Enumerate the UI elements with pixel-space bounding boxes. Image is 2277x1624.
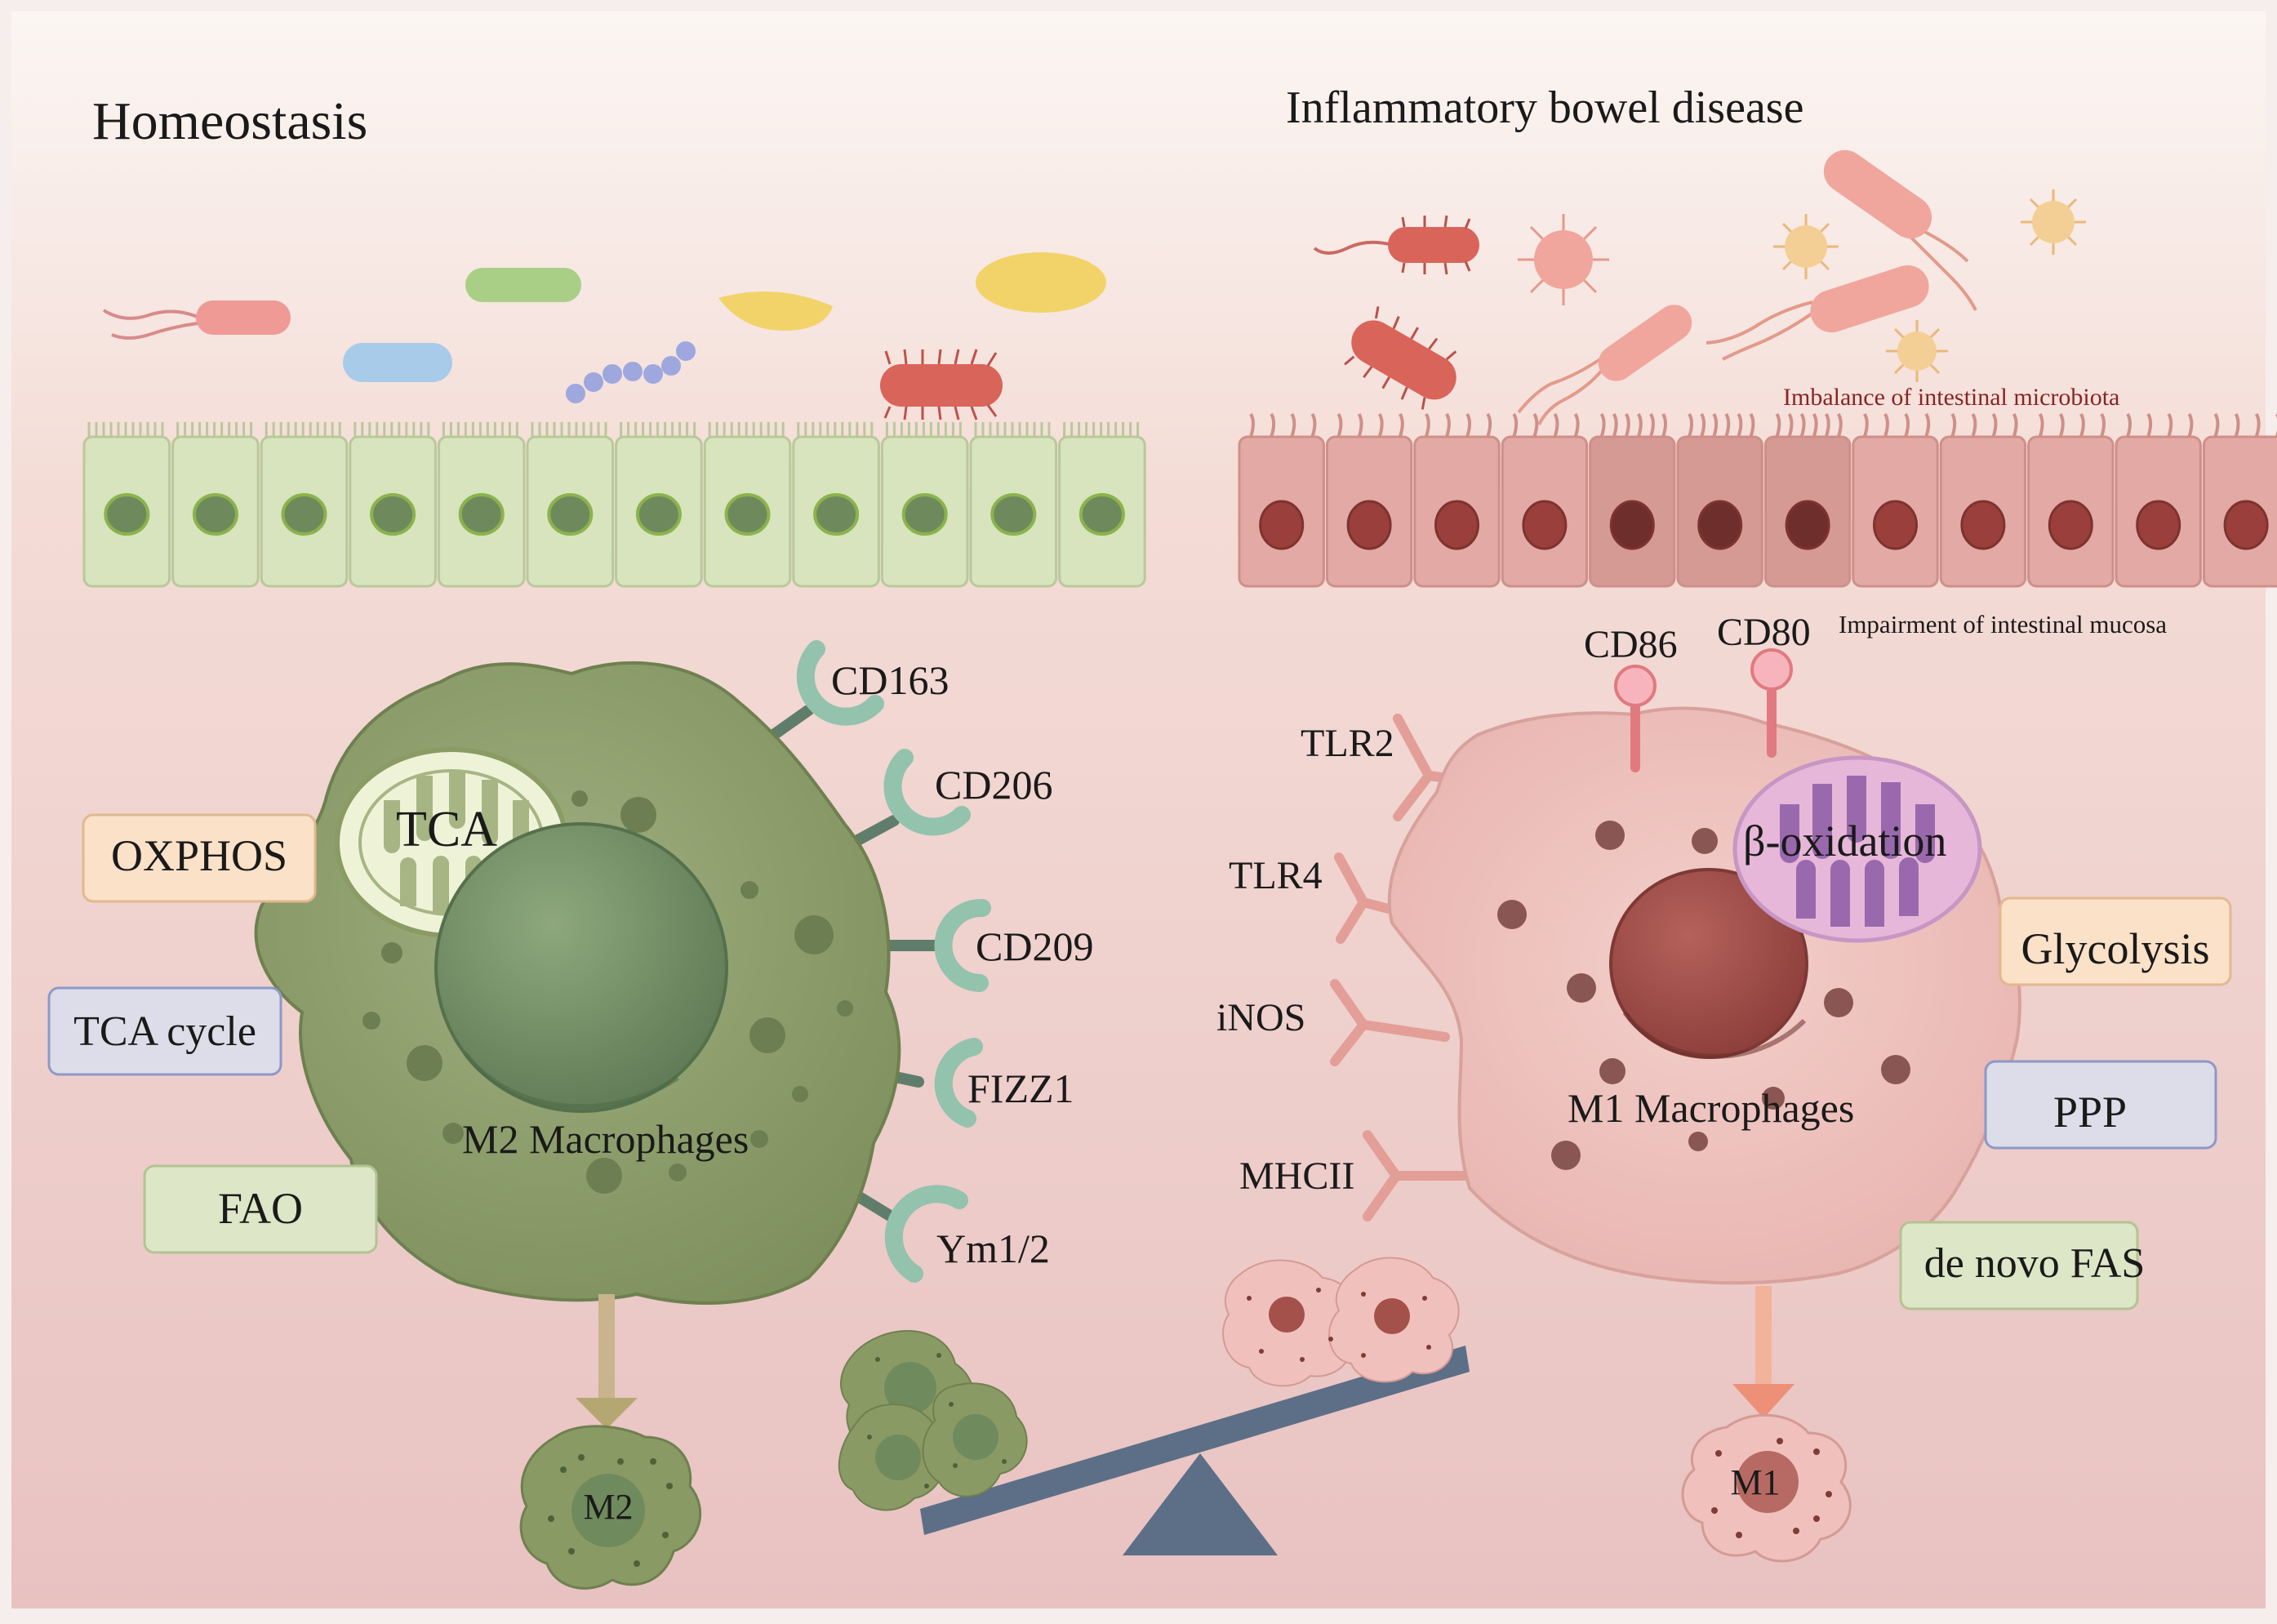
receptor-cd206: CD206 — [935, 762, 1052, 808]
m1-metabolism-ppp-box — [1984, 1060, 2217, 1150]
m1-mitochondrion-icon — [1732, 755, 1982, 943]
m2-small-cell-icon: M2 — [519, 1425, 702, 1590]
epithelial-cell-healthy — [703, 422, 792, 588]
m2-macrophage: TCA M2 Macrophages CD163 CD206 CD209 FIZ… — [254, 640, 1093, 1305]
m1-metabolism-de-novo-fas: de novo FAS — [1924, 1240, 2146, 1287]
epithelial-cell-inflamed — [2115, 412, 2202, 588]
bacterium-yellow-oval-icon — [976, 252, 1106, 313]
m2-metabolism-fao: FAO — [218, 1184, 303, 1233]
receptor-tlr2: TLR2 — [1301, 722, 1394, 765]
epithelial-cell-healthy — [260, 422, 349, 588]
m2-metabolism-fao-box — [143, 1164, 378, 1254]
bacterium-spiky-red-icon — [880, 349, 1003, 420]
m2-metabolism-oxphos: OXPHOS — [111, 831, 287, 880]
coccus-yellow-right-icon — [2021, 189, 2086, 255]
m1-cell-label: M1 Macrophages — [1568, 1085, 1854, 1131]
bacterium-rod-large-icon — [1823, 149, 1977, 311]
bacterium-rod-middle-icon — [1706, 265, 1929, 361]
epithelial-cell-inflamed — [1238, 412, 1325, 588]
coccus-yellow-low-icon — [1886, 320, 1948, 382]
m1-metabolism-ppp: PPP — [2053, 1088, 2127, 1137]
m1-mitochondria-label: β-oxidation — [1743, 816, 1946, 865]
healthy-epithelium — [82, 422, 1146, 588]
m1-arrow-icon — [1732, 1286, 1794, 1418]
epithelial-cell-inflamed — [1852, 412, 1939, 588]
epithelial-cell-healthy — [171, 422, 260, 588]
marker-cd80: CD80 — [1717, 611, 1811, 654]
coccus-burst-icon — [1518, 214, 1609, 305]
m2-metabolism-tca-cycle: TCA cycle — [73, 1008, 256, 1055]
m2-metabolism-tca-box — [47, 986, 282, 1076]
epithelial-cell-inflamed — [1763, 412, 1852, 588]
epithelial-cell-inflamed — [1325, 412, 1413, 588]
m2-cell-label: M2 Macrophages — [462, 1116, 749, 1162]
epithelial-cell-inflamed — [1413, 412, 1501, 588]
m2-nucleus — [434, 822, 728, 1113]
bacterium-blue-icon — [343, 343, 452, 382]
epithelial-cell-healthy — [880, 422, 969, 588]
marker-cd86: CD86 — [1584, 623, 1678, 666]
epithelial-cell-healthy — [437, 422, 526, 588]
streptococcus-chain-icon — [566, 341, 696, 403]
m1-vesicles — [1497, 821, 1910, 1170]
bacterium-red-flagella-icon — [1313, 215, 1479, 275]
homeostasis-title: Homeostasis — [92, 91, 367, 151]
epithelial-cell-inflamed — [1676, 412, 1763, 588]
m2-vesicles — [362, 790, 853, 1194]
impairment-annotation: Impairment of intestinal mucosa — [1839, 610, 2167, 638]
epithelial-cell-healthy — [349, 422, 437, 588]
ibd-title: Inflammatory bowel disease — [1286, 82, 1803, 133]
epithelial-cell-healthy — [969, 422, 1058, 588]
m1-small-cell-icon: M1 — [1681, 1413, 1852, 1563]
bacterium-rod-flagella-icon — [1517, 305, 1692, 425]
epithelial-cell-inflamed — [1501, 412, 1589, 588]
dysbiotic-microbiota — [1313, 149, 2086, 425]
receptor-inos: iNOS — [1216, 996, 1305, 1039]
m2-small-cell-label: M2 — [583, 1487, 633, 1527]
m2-receptor-cups — [796, 640, 991, 1283]
m1-metabolism-fas-box — [1899, 1221, 2139, 1310]
m2-mitochondria-label: TCA — [396, 802, 497, 857]
m2-cell-cluster-icon — [838, 1330, 1028, 1511]
receptor-mhcii: MHCII — [1239, 1155, 1354, 1198]
m1-metabolism-glycolysis: Glycolysis — [2021, 924, 2209, 973]
receptor-ym1-2: Ym1/2 — [936, 1226, 1050, 1271]
m1-cell-cluster-icon — [1222, 1257, 1460, 1387]
bacterium-yellow-icon — [718, 291, 833, 331]
m1-surface-markers — [1614, 648, 1793, 772]
epithelial-cell-healthy — [1058, 422, 1146, 588]
bacterium-spiky-diagonal-icon — [1344, 306, 1457, 410]
epithelial-cell-inflamed — [1589, 412, 1676, 588]
epithelial-cell-healthy — [82, 422, 171, 588]
bacterium-green-icon — [465, 268, 581, 302]
healthy-microbiota — [102, 252, 1106, 420]
m1-metabolism-glycolysis-box — [1999, 897, 2232, 986]
bacterium-pink-icon — [102, 300, 291, 340]
m2-metabolism-oxphos-box — [82, 813, 317, 903]
epithelial-cell-inflamed — [2027, 412, 2115, 588]
epithelial-cell-healthy — [615, 422, 703, 588]
inflamed-epithelium — [1238, 412, 2277, 588]
balance-seesaw — [838, 1257, 1470, 1555]
m1-macrophage: β-oxidation M1 Macrophages CD86 CD80 TLR… — [1216, 611, 2021, 1285]
receptor-tlr4: TLR4 — [1229, 854, 1323, 897]
receptor-fizz1: FIZZ1 — [967, 1066, 1074, 1111]
imbalance-annotation: Imbalance of intestinal microbiota — [1783, 384, 2119, 411]
epithelial-cell-healthy — [526, 422, 615, 588]
receptor-cd209: CD209 — [976, 923, 1093, 969]
receptor-cd163: CD163 — [831, 657, 949, 703]
epithelial-cell-healthy — [792, 422, 880, 588]
coccus-yellow-icon — [1773, 214, 1839, 279]
epithelial-cell-inflamed — [1939, 412, 2027, 588]
epithelial-cell-inflamed — [2202, 412, 2277, 588]
m1-small-cell-label: M1 — [1730, 1462, 1780, 1502]
m2-arrow-icon — [576, 1294, 638, 1429]
